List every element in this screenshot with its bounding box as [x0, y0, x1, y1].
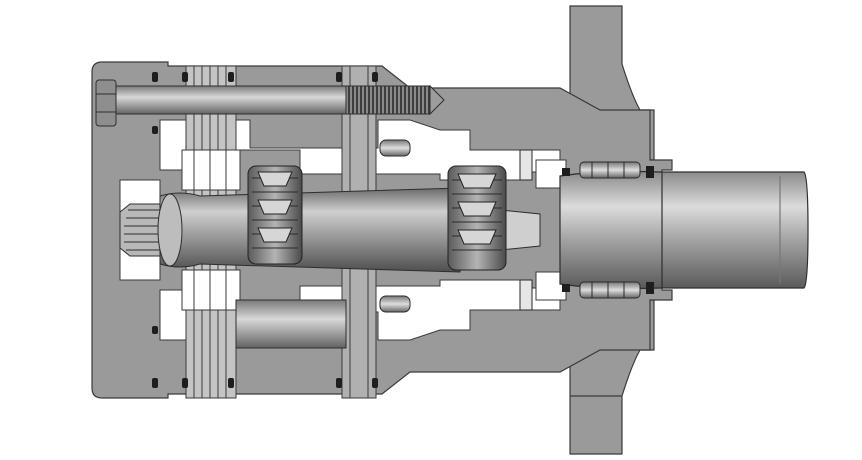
tie-bolt — [95, 79, 445, 127]
lower-pin — [235, 299, 347, 349]
bolt-thread — [345, 85, 431, 115]
drive-shaft — [119, 187, 541, 273]
shaft-seal — [562, 166, 654, 294]
bolt-head — [95, 79, 117, 127]
gear-set-right — [447, 165, 507, 271]
gear-set-left — [247, 165, 303, 265]
o-ring-seal — [152, 72, 378, 388]
output-shaft — [559, 170, 809, 290]
bearing — [379, 139, 641, 313]
splined-end — [119, 203, 161, 257]
